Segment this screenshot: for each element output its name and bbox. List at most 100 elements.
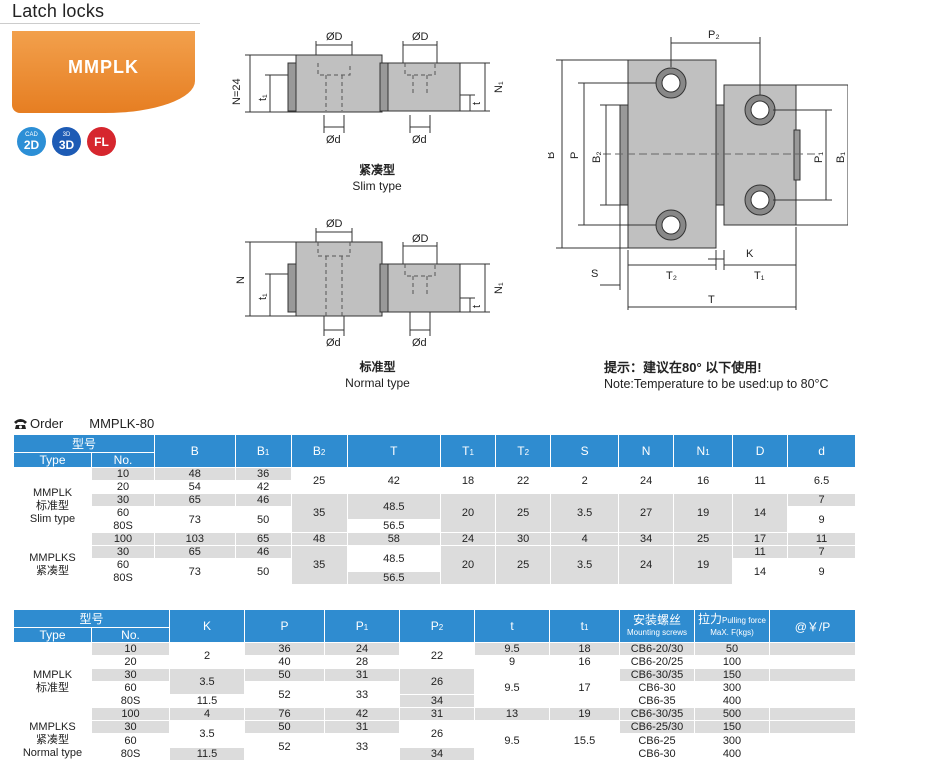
cell-T: 56.5 (346, 519, 441, 533)
table-row: 80S 11.5 34 CB6-35 400 (14, 694, 856, 708)
page-title: Latch locks (12, 1, 105, 21)
cell-B2: 35 (290, 493, 348, 533)
cell-B: 103 (154, 532, 236, 546)
cell-B: 54 (154, 480, 236, 494)
fl-badge[interactable]: FL (87, 127, 116, 156)
cell-B: 73 (154, 506, 236, 533)
cell-T: 56.5 (346, 571, 441, 585)
cell-t1: 17 (549, 668, 620, 708)
no-cell: 80S (91, 571, 155, 585)
cell-force: 150 (694, 720, 770, 734)
dim-B1-label: B₁ (835, 152, 847, 163)
cell-screw: CB6-25 (619, 733, 695, 748)
phone-icon (14, 419, 27, 429)
header-divider (0, 23, 200, 24)
cell-force: 150 (694, 668, 770, 682)
cell-T1: 24 (439, 532, 497, 546)
no-cell: 60 (91, 506, 155, 520)
cell-K: 3.5 (169, 668, 245, 695)
col-B: B (154, 434, 236, 468)
no-cell: 100 (91, 532, 155, 546)
cell-P1: 31 (324, 720, 400, 734)
no-cell: 10 (91, 467, 155, 481)
normal-type-caption: 标准型 Normal type (330, 359, 425, 391)
cell-N1: 19 (673, 545, 733, 585)
note-en: Note:Temperature to be used:up to 80°C (604, 377, 829, 391)
cell-B1: 50 (234, 506, 292, 533)
col-P2: P2 (399, 609, 475, 643)
table-row: 30 3.5 50 31 26 9.5 17 CB6-30/35 150 (14, 668, 856, 708)
slim-type-caption: 紧凑型 Slim type (337, 162, 417, 194)
cell-K: 4 (169, 707, 245, 721)
table-row: 100 4 76 42 31 13 19 CB6-30/35 500 (14, 707, 856, 721)
cell-K: 11.5 (169, 694, 245, 708)
no-cell: 60 (91, 681, 170, 695)
cell-B2: 35 (290, 545, 348, 585)
dim-Od-label: Ød (326, 134, 341, 146)
normal-type-en: Normal type (345, 376, 410, 390)
no-cell: 80S (91, 747, 170, 761)
cell-d: 9 (787, 506, 856, 533)
table-row: 60 73 50 14 9 (14, 558, 856, 585)
cell-T1: 18 (439, 467, 497, 494)
cell-P: 50 (244, 720, 325, 734)
cell-B: 73 (154, 558, 236, 585)
no-cell: 30 (91, 493, 155, 507)
cell-S: 4 (550, 532, 620, 546)
dim-T2-label: T₂ (666, 270, 677, 282)
dim-OD-label: ØD (412, 233, 429, 245)
cell-price (769, 747, 856, 761)
cell-N1: 25 (673, 532, 733, 546)
table-row: 60 52 33 CB6-30 300 (14, 681, 856, 708)
cell-price (769, 694, 856, 708)
col-K: K (169, 609, 245, 643)
top-view-drawing: P₂ B P B₂ P₁ B₁ K S T₂ T₁ T (548, 29, 848, 310)
col-P1: P1 (324, 609, 400, 643)
cell-N: 27 (618, 493, 675, 533)
cell-S: 2 (550, 467, 620, 494)
slim-type-en: Slim type (352, 179, 402, 193)
screw-en: Mounting screws (626, 627, 688, 637)
head-type: Type (13, 452, 92, 468)
no-cell: 80S (91, 694, 170, 708)
cell-force: 100 (694, 655, 770, 669)
col-T: T (346, 434, 441, 468)
cell-screw: CB6-30 (619, 681, 695, 695)
table-row: 100 103 65 48 58 24 30 4 34 25 17 11 (14, 532, 856, 546)
cell-P: 36 (244, 642, 325, 656)
cell-D: 14 (731, 493, 789, 533)
cell-d: 7 (787, 493, 856, 507)
head-no: No. (91, 627, 170, 643)
dim-OD-label: ØD (326, 31, 343, 43)
cell-t1: 18 (549, 642, 620, 656)
note-cn: 提示：建议在80° 以下使用! (604, 360, 762, 375)
badge-top-label: 3D (62, 132, 71, 138)
cell-t1: 15.5 (549, 720, 620, 761)
table-row: MMPLK 标准型 10 2 36 24 22 9.5 18 CB6-20/30… (13, 642, 856, 721)
dim-t-label: t (471, 305, 483, 308)
slim-type-cn: 紧凑型 (358, 163, 395, 177)
cell-P2: 31 (399, 707, 475, 721)
cell-price (769, 668, 856, 682)
cell-T1: 20 (439, 545, 497, 585)
cell-B1: 46 (234, 493, 292, 507)
table-row: MMPLKS 紧凑型 Normal type 30 3.5 50 31 26 9… (13, 720, 856, 761)
cell-P2: 22 (399, 642, 475, 669)
cell-P1: 42 (324, 707, 400, 721)
cell-d: 6.5 (787, 467, 856, 494)
cell-B: 48 (154, 467, 236, 481)
dim-K-label: K (746, 248, 754, 260)
order-label: Order (30, 416, 64, 431)
cell-P2: 26 (399, 720, 475, 748)
type-cell: MMPLKS 紧凑型 Normal type (13, 720, 92, 761)
cell-P: 76 (244, 707, 325, 721)
cell-P1: 31 (324, 668, 400, 682)
dim-P1-label: P₁ (813, 152, 825, 163)
cell-screw: CB6-20/25 (619, 655, 695, 669)
dim-T1-label: T₁ (754, 270, 765, 282)
cell-N: 24 (618, 545, 675, 585)
normal-type-drawing: ØD ØD Ød Ød N t₁ t N₁ (235, 218, 505, 349)
